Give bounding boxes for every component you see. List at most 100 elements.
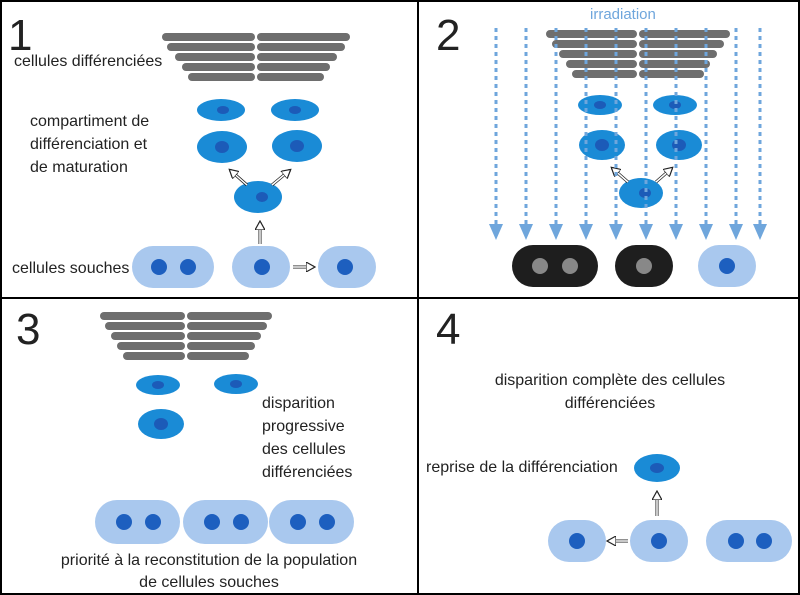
irradiation-arrowhead bbox=[609, 224, 623, 240]
mature-cell-layer bbox=[123, 352, 185, 360]
mature-cell-layer bbox=[187, 352, 249, 360]
panel-number-2: 2 bbox=[436, 11, 461, 60]
stem-nucleus bbox=[728, 533, 744, 549]
irradiation-arrowhead bbox=[549, 224, 563, 240]
irradiation-arrowhead bbox=[699, 224, 713, 240]
panel-1 bbox=[132, 99, 376, 288]
diff-nucleus bbox=[672, 139, 686, 151]
stem-cell-pair bbox=[706, 520, 792, 562]
irradiation-arrowhead bbox=[579, 224, 593, 240]
dead-nucleus bbox=[532, 258, 548, 274]
label-stem-cells: cellules souches bbox=[12, 260, 130, 277]
mature-cell-stacks bbox=[100, 30, 730, 360]
mature-cell-layer bbox=[117, 342, 185, 350]
dead-nucleus bbox=[636, 258, 652, 274]
diff-nucleus bbox=[595, 139, 609, 151]
stem-cell-pair bbox=[269, 500, 354, 544]
label-differentiation-resumed: reprise de la différenciation bbox=[426, 459, 618, 476]
mature-cell-layer bbox=[167, 43, 255, 51]
panel-2 bbox=[512, 95, 756, 287]
progenitor-nucleus bbox=[639, 188, 651, 198]
mature-cell-layer bbox=[100, 312, 185, 320]
arrow bbox=[230, 170, 248, 186]
stem-nucleus bbox=[204, 514, 220, 530]
panel-number-1: 1 bbox=[8, 11, 33, 60]
label-priority-line1: priorité à la reconstitution de la popul… bbox=[60, 552, 358, 569]
panel-3 bbox=[95, 374, 354, 544]
arrow bbox=[271, 170, 290, 186]
mature-cell-layer bbox=[188, 73, 255, 81]
irradiation-arrowhead bbox=[753, 224, 767, 240]
stem-nucleus bbox=[719, 258, 735, 274]
stem-nucleus bbox=[151, 259, 167, 275]
stem-nucleus bbox=[145, 514, 161, 530]
mature-cell-layer bbox=[639, 40, 724, 48]
arrow bbox=[612, 168, 629, 183]
stem-nucleus bbox=[233, 514, 249, 530]
stem-nucleus bbox=[337, 259, 353, 275]
mature-cell-layer bbox=[162, 33, 255, 41]
stem-nucleus bbox=[756, 533, 772, 549]
mature-cell-layer bbox=[175, 53, 255, 61]
stem-cell-pair bbox=[132, 246, 214, 288]
progenitor-nucleus bbox=[256, 192, 268, 202]
irradiation-arrowhead bbox=[639, 224, 653, 240]
irradiation-arrowhead bbox=[669, 224, 683, 240]
irradiation-arrowhead bbox=[489, 224, 503, 240]
stem-nucleus bbox=[180, 259, 196, 275]
mature-cell-layer bbox=[105, 322, 185, 330]
mature-cell-layer bbox=[187, 332, 261, 340]
mature-cell-layer bbox=[257, 43, 345, 51]
mature-cell-layer bbox=[187, 342, 255, 350]
mature-cell-layer bbox=[552, 40, 637, 48]
stem-nucleus bbox=[651, 533, 667, 549]
label-differentiation-compartment: compartiment de différenciation et de ma… bbox=[30, 113, 150, 176]
stem-nucleus bbox=[569, 533, 585, 549]
mature-cell-layer bbox=[572, 70, 637, 78]
mature-cell-layer bbox=[546, 30, 637, 38]
label-priority-line2: de cellules souches bbox=[139, 574, 279, 591]
mature-cell-layer bbox=[182, 63, 255, 71]
irradiation-arrowhead bbox=[729, 224, 743, 240]
label-progressive-disappearance: disparition progressive des cellules dif… bbox=[262, 395, 353, 481]
progenitor-nucleus bbox=[650, 463, 664, 473]
panel-4 bbox=[548, 454, 792, 562]
mature-cell-layer bbox=[257, 53, 337, 61]
diff-nucleus bbox=[215, 141, 229, 153]
stem-cell-pair bbox=[95, 500, 180, 544]
mature-cell-layer bbox=[639, 50, 717, 58]
diff-nucleus bbox=[217, 106, 229, 114]
arrow bbox=[655, 168, 672, 183]
mature-cell-layer bbox=[187, 322, 267, 330]
stem-nucleus bbox=[116, 514, 132, 530]
diff-nucleus bbox=[230, 380, 242, 388]
diff-nucleus bbox=[594, 101, 606, 109]
irradiation-arrowhead bbox=[519, 224, 533, 240]
mature-cell-layer bbox=[639, 70, 704, 78]
label-differentiated-cells: cellules différenciées bbox=[14, 53, 163, 70]
diff-nucleus bbox=[290, 140, 304, 152]
mature-cell-layer bbox=[639, 30, 730, 38]
mature-cell-layer bbox=[111, 332, 185, 340]
diff-nucleus bbox=[152, 381, 164, 389]
diff-nucleus bbox=[669, 101, 681, 109]
mature-cell-layer bbox=[257, 63, 330, 71]
stem-nucleus bbox=[254, 259, 270, 275]
panel-number-3: 3 bbox=[16, 305, 41, 354]
mature-cell-layer bbox=[559, 50, 637, 58]
stem-nucleus bbox=[319, 514, 335, 530]
dead-cell-pair bbox=[512, 245, 598, 287]
dead-nucleus bbox=[562, 258, 578, 274]
mature-cell-layer bbox=[566, 60, 637, 68]
irradiation-arrows bbox=[489, 28, 767, 240]
mature-cell-layer bbox=[257, 73, 324, 81]
diff-nucleus bbox=[154, 418, 168, 430]
label-irradiation: irradiation bbox=[590, 6, 656, 23]
mature-cell-layer bbox=[257, 33, 350, 41]
panel-number-4: 4 bbox=[436, 305, 461, 354]
diff-nucleus bbox=[289, 106, 301, 114]
label-complete-disappearance-line1: disparition complète des cellules bbox=[494, 372, 726, 389]
stem-cell-pair bbox=[183, 500, 268, 544]
